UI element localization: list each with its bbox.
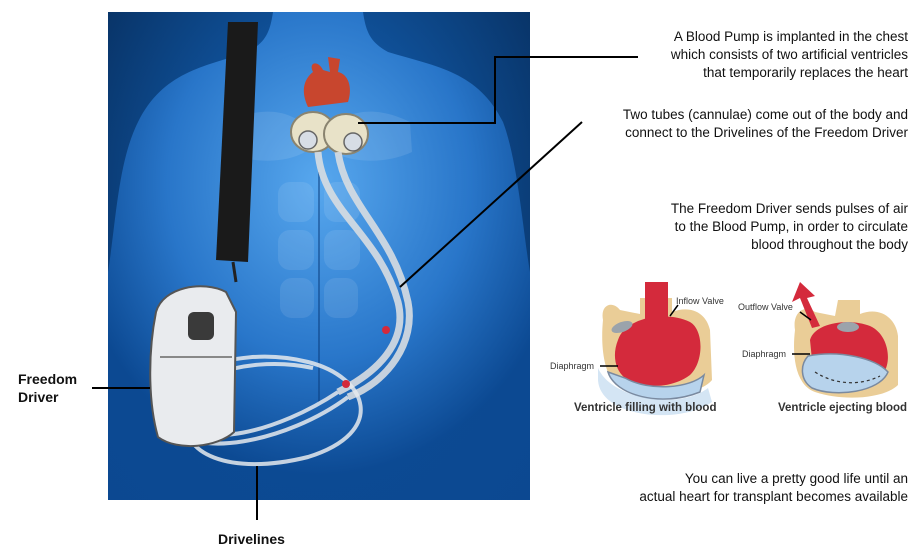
label-drivelines: Drivelines xyxy=(218,531,285,547)
caption-ventricle-ejecting: Ventricle ejecting blood xyxy=(778,402,907,414)
ventricle-filling-diagram: Inflow Valve Diaphragm Ventricle filling… xyxy=(550,282,724,416)
ventricle-ejecting-diagram: Outflow Valve Diaphragm Ventricle ejecti… xyxy=(738,282,907,414)
note-freedom-driver: The Freedom Driver sends pulses of air t… xyxy=(670,201,908,252)
note-cannulae: Two tubes (cannulae) come out of the bod… xyxy=(622,107,908,140)
freedom-driver-device xyxy=(149,285,238,448)
label-outflow-valve: Outflow Valve xyxy=(738,302,793,312)
shoulder-strap xyxy=(216,22,258,262)
body-illustration xyxy=(108,12,530,500)
label-inflow-valve: Inflow Valve xyxy=(676,296,724,306)
label-diaphragm-ejecting: Diaphragm xyxy=(742,349,786,359)
blood-pump xyxy=(290,57,369,155)
note-blood-pump: A Blood Pump is implanted in the chest w… xyxy=(670,29,908,80)
torso-figure xyxy=(108,12,530,500)
label-freedom-driver: Freedom Driver xyxy=(18,371,78,405)
caption-ventricle-filling: Ventricle filling with blood xyxy=(574,402,716,414)
label-diaphragm-filling: Diaphragm xyxy=(550,361,594,371)
drivelines-tubes xyxy=(314,151,413,401)
note-transplant: You can live a pretty good life until an… xyxy=(639,471,908,504)
